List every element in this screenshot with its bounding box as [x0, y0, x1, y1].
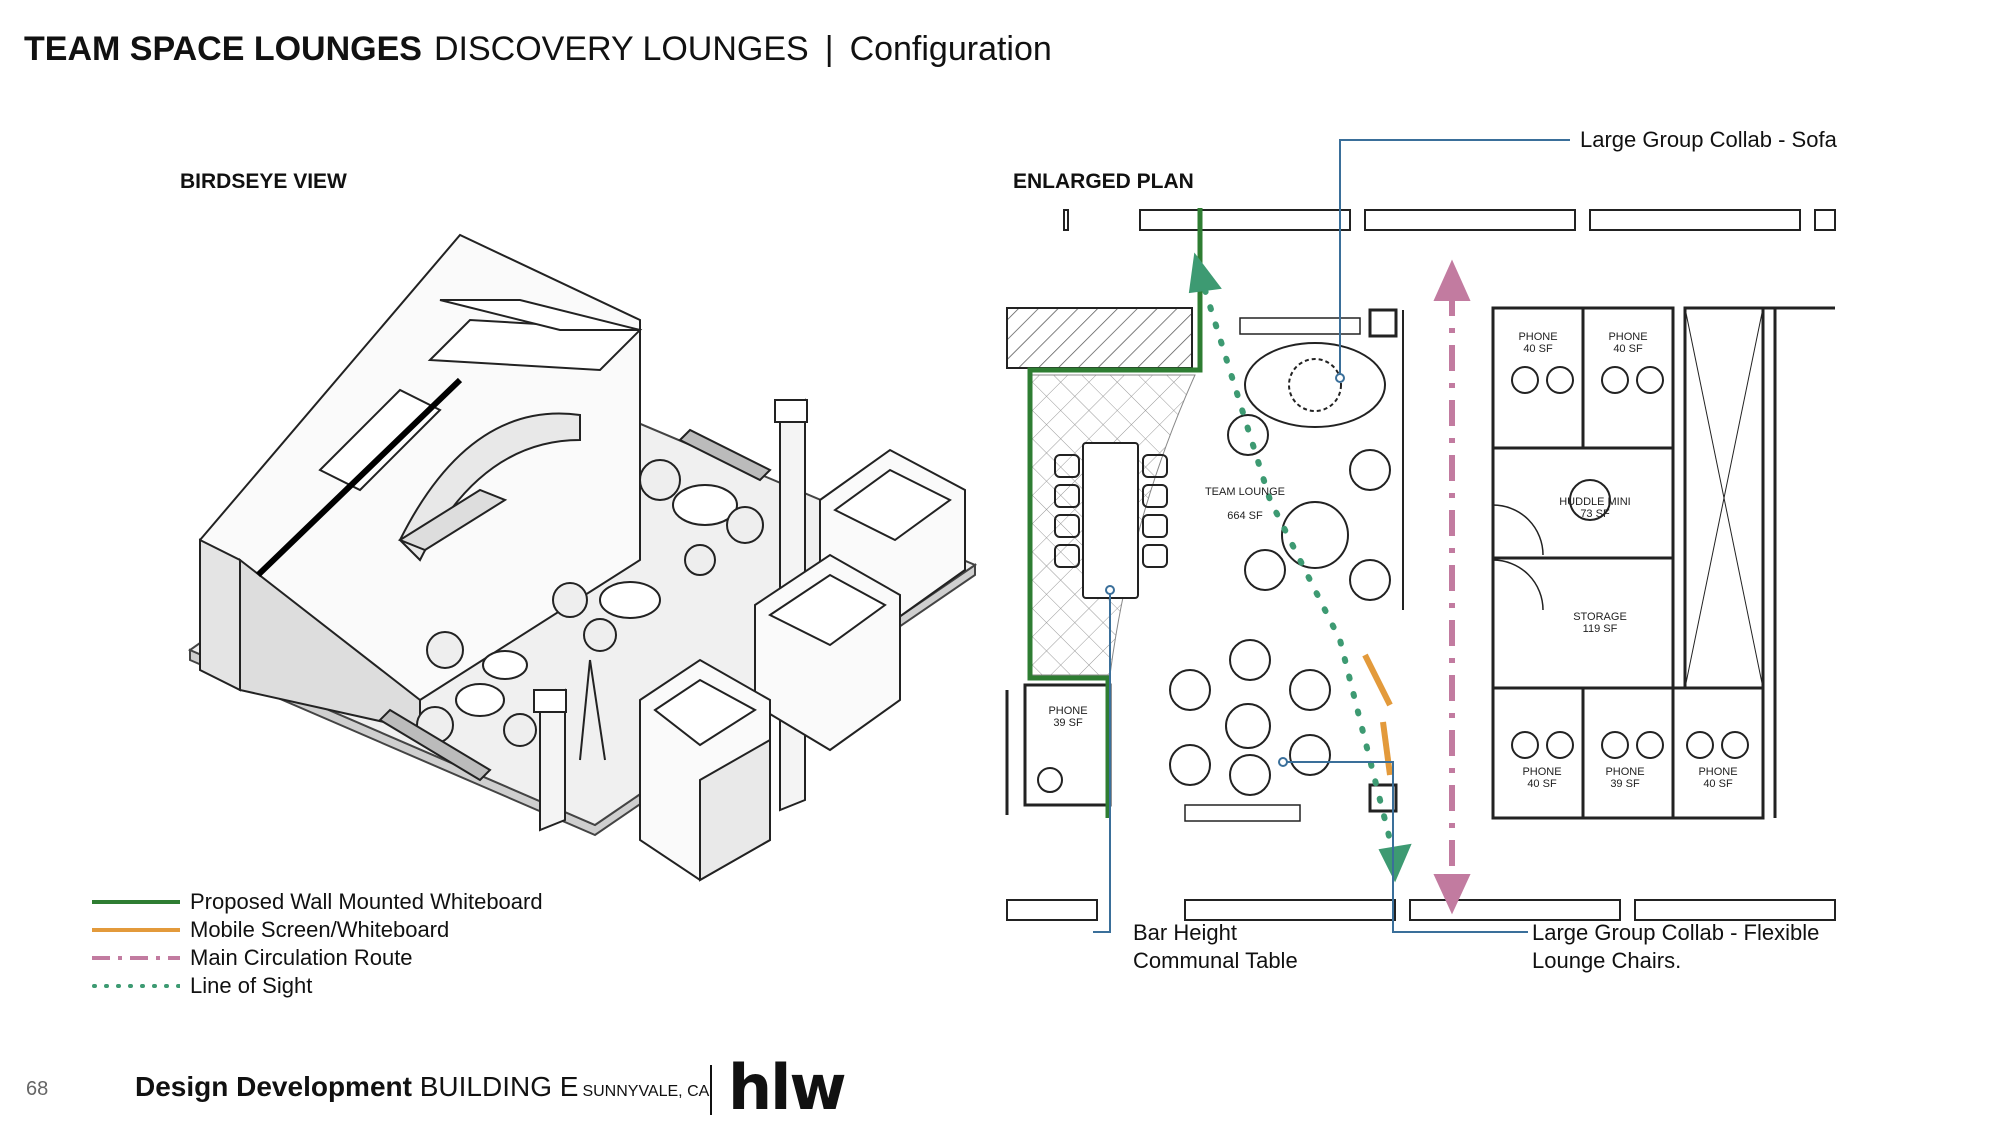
hlw-logo: hlw	[728, 1051, 847, 1124]
callout-lounge-chairs: Large Group Collab - Flexible Lounge Cha…	[1532, 919, 1819, 975]
right-rooms	[1491, 306, 1835, 820]
room-area: 40 SF	[1703, 778, 1733, 790]
room-label: PHONE	[1698, 766, 1737, 778]
room-area: 39 SF	[1610, 778, 1640, 790]
callout-chairs-line2: Lounge Chairs.	[1532, 948, 1682, 973]
footer-phase: Design Development	[135, 1071, 412, 1102]
room-label: PHONE	[1048, 705, 1087, 717]
page-number: 68	[26, 1078, 49, 1100]
plan-label: ENLARGED PLAN	[1013, 170, 1194, 193]
legend-swatch-dotted-green	[92, 984, 180, 988]
room-label: PHONE	[1522, 766, 1561, 778]
footer-divider	[710, 1065, 712, 1115]
legend: Proposed Wall Mounted Whiteboard Mobile …	[92, 888, 543, 1000]
top-window-strip	[1139, 209, 1836, 231]
legend-label: Line of Sight	[190, 973, 313, 998]
legend-item-mobile-screen: Mobile Screen/Whiteboard	[92, 916, 543, 944]
birdseye-label: BIRDSEYE VIEW	[180, 170, 347, 193]
callout-bar-line2: Communal Table	[1133, 948, 1298, 973]
room-label: PHONE	[1605, 766, 1644, 778]
room-area: 39 SF	[1053, 717, 1083, 729]
callout-chairs-line1: Large Group Collab - Flexible	[1532, 920, 1820, 945]
plan-drawing	[1005, 139, 1836, 933]
room-area: 40 SF	[1523, 343, 1553, 355]
birdseye-drawing	[187, 233, 978, 882]
footer-building: BUILDING E	[419, 1071, 579, 1102]
legend-swatch-solid-green	[92, 900, 180, 904]
room-label: PHONE	[1518, 331, 1557, 343]
title-page: Configuration	[849, 30, 1052, 68]
page-title: TEAM SPACE LOUNGES DISCOVERY LOUNGES | Conf…	[24, 30, 1052, 69]
room-area: 40 SF	[1613, 343, 1643, 355]
room-label: HUDDLE MINI	[1559, 496, 1631, 508]
footer-location: SUNNYVALE, CA	[582, 1083, 710, 1100]
legend-item-circulation: Main Circulation Route	[92, 944, 543, 972]
legend-item-whiteboard: Proposed Wall Mounted Whiteboard	[92, 888, 543, 916]
legend-label: Main Circulation Route	[190, 945, 413, 970]
callout-sofa: Large Group Collab - Sofa	[1580, 127, 1837, 152]
room-area: 73 SF	[1580, 508, 1610, 520]
legend-swatch-dashdot-pink	[92, 956, 180, 960]
title-bold: TEAM SPACE LOUNGES	[24, 30, 422, 68]
room-area: 119 SF	[1583, 623, 1618, 635]
legend-label: Proposed Wall Mounted Whiteboard	[190, 889, 543, 914]
legend-swatch-solid-orange	[92, 928, 180, 932]
room-area: 40 SF	[1527, 778, 1557, 790]
legend-label: Mobile Screen/Whiteboard	[190, 917, 450, 942]
title-separator: |	[824, 30, 834, 68]
room-area: 664 SF	[1227, 510, 1263, 522]
callout-bar-table: Bar Height Communal Table	[1133, 919, 1298, 975]
room-label: PHONE	[1608, 331, 1647, 343]
title-sub: DISCOVERY LOUNGES	[433, 30, 809, 68]
callout-bar-line1: Bar Height	[1133, 920, 1237, 945]
bottom-window-strip	[1006, 899, 1836, 921]
legend-item-line-of-sight: Line of Sight	[92, 972, 543, 1000]
room-labels: PHONE 40 SF PHONE 40 SF HUDDLE MINI 73 S…	[1048, 331, 1737, 790]
room-label: TEAM LOUNGE	[1205, 486, 1285, 498]
room-label: STORAGE	[1573, 611, 1627, 623]
